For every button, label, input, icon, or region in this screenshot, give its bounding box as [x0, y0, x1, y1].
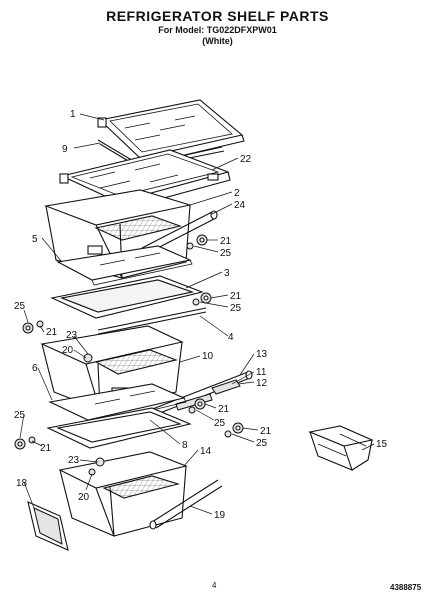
part-rod-lower [149, 479, 223, 530]
document-number: 4388875 [390, 583, 422, 592]
callout-13: 13 [256, 349, 268, 360]
callout-15: 15 [376, 439, 388, 450]
callout-25-e: 25 [256, 438, 268, 449]
callout-21-b: 21 [230, 291, 242, 302]
callout-22: 22 [240, 154, 252, 165]
part-crisper-cover-glass [56, 245, 193, 286]
callout-14: 14 [200, 446, 212, 457]
callout-2: 2 [234, 188, 240, 199]
part-slide-bracket [175, 379, 241, 411]
callout-3: 3 [224, 268, 230, 279]
callout-9: 9 [62, 144, 68, 155]
page-number: 4 [212, 581, 217, 590]
callout-21-e: 21 [260, 426, 272, 437]
callout-21-d: 21 [218, 404, 230, 415]
callout-21-f: 21 [40, 443, 52, 454]
callout-10: 10 [202, 351, 214, 362]
callout-23-a: 23 [66, 330, 78, 341]
model-line: For Model: TG022DFXPW01 [158, 25, 277, 35]
callout-25-b: 25 [230, 303, 242, 314]
color-line: (White) [202, 36, 233, 46]
part-frame-lower [46, 407, 192, 449]
callout-25-d: 25 [214, 418, 226, 429]
callout-19: 19 [214, 510, 226, 521]
callout-labels: 1 9 22 2 24 5 21 25 3 21 25 25 21 23 20 … [14, 109, 388, 521]
part-shelf-frame [50, 275, 204, 319]
callout-18: 18 [16, 478, 28, 489]
page-title: REFRIGERATOR SHELF PARTS [106, 8, 329, 24]
callout-11: 11 [256, 367, 267, 378]
callout-25-c: 25 [14, 301, 26, 312]
callout-8: 8 [182, 440, 188, 451]
callout-21-a: 21 [220, 236, 232, 247]
callout-23-b: 23 [68, 455, 80, 466]
part-shelf-rail-lower [97, 307, 207, 335]
part-utility-bin [308, 425, 374, 471]
callout-4: 4 [228, 332, 234, 343]
leader-lines [19, 113, 375, 515]
part-roller-upper [186, 234, 208, 250]
callout-21-c: 21 [46, 327, 58, 338]
callout-20-b: 20 [78, 492, 90, 503]
callout-25-a: 25 [220, 248, 232, 259]
part-glass-lower [48, 383, 187, 426]
part-crisper-pan-lower [58, 451, 188, 537]
callout-12: 12 [256, 378, 268, 389]
part-roller-left-upper [22, 320, 44, 334]
callout-25-f: 25 [14, 410, 26, 421]
callout-1: 1 [70, 109, 76, 120]
callout-6: 6 [32, 363, 38, 374]
callout-5: 5 [32, 234, 38, 245]
part-roller-left-lower [14, 436, 36, 450]
callout-24: 24 [234, 200, 246, 211]
callout-20-a: 20 [62, 345, 74, 356]
part-label-plate [27, 501, 69, 551]
